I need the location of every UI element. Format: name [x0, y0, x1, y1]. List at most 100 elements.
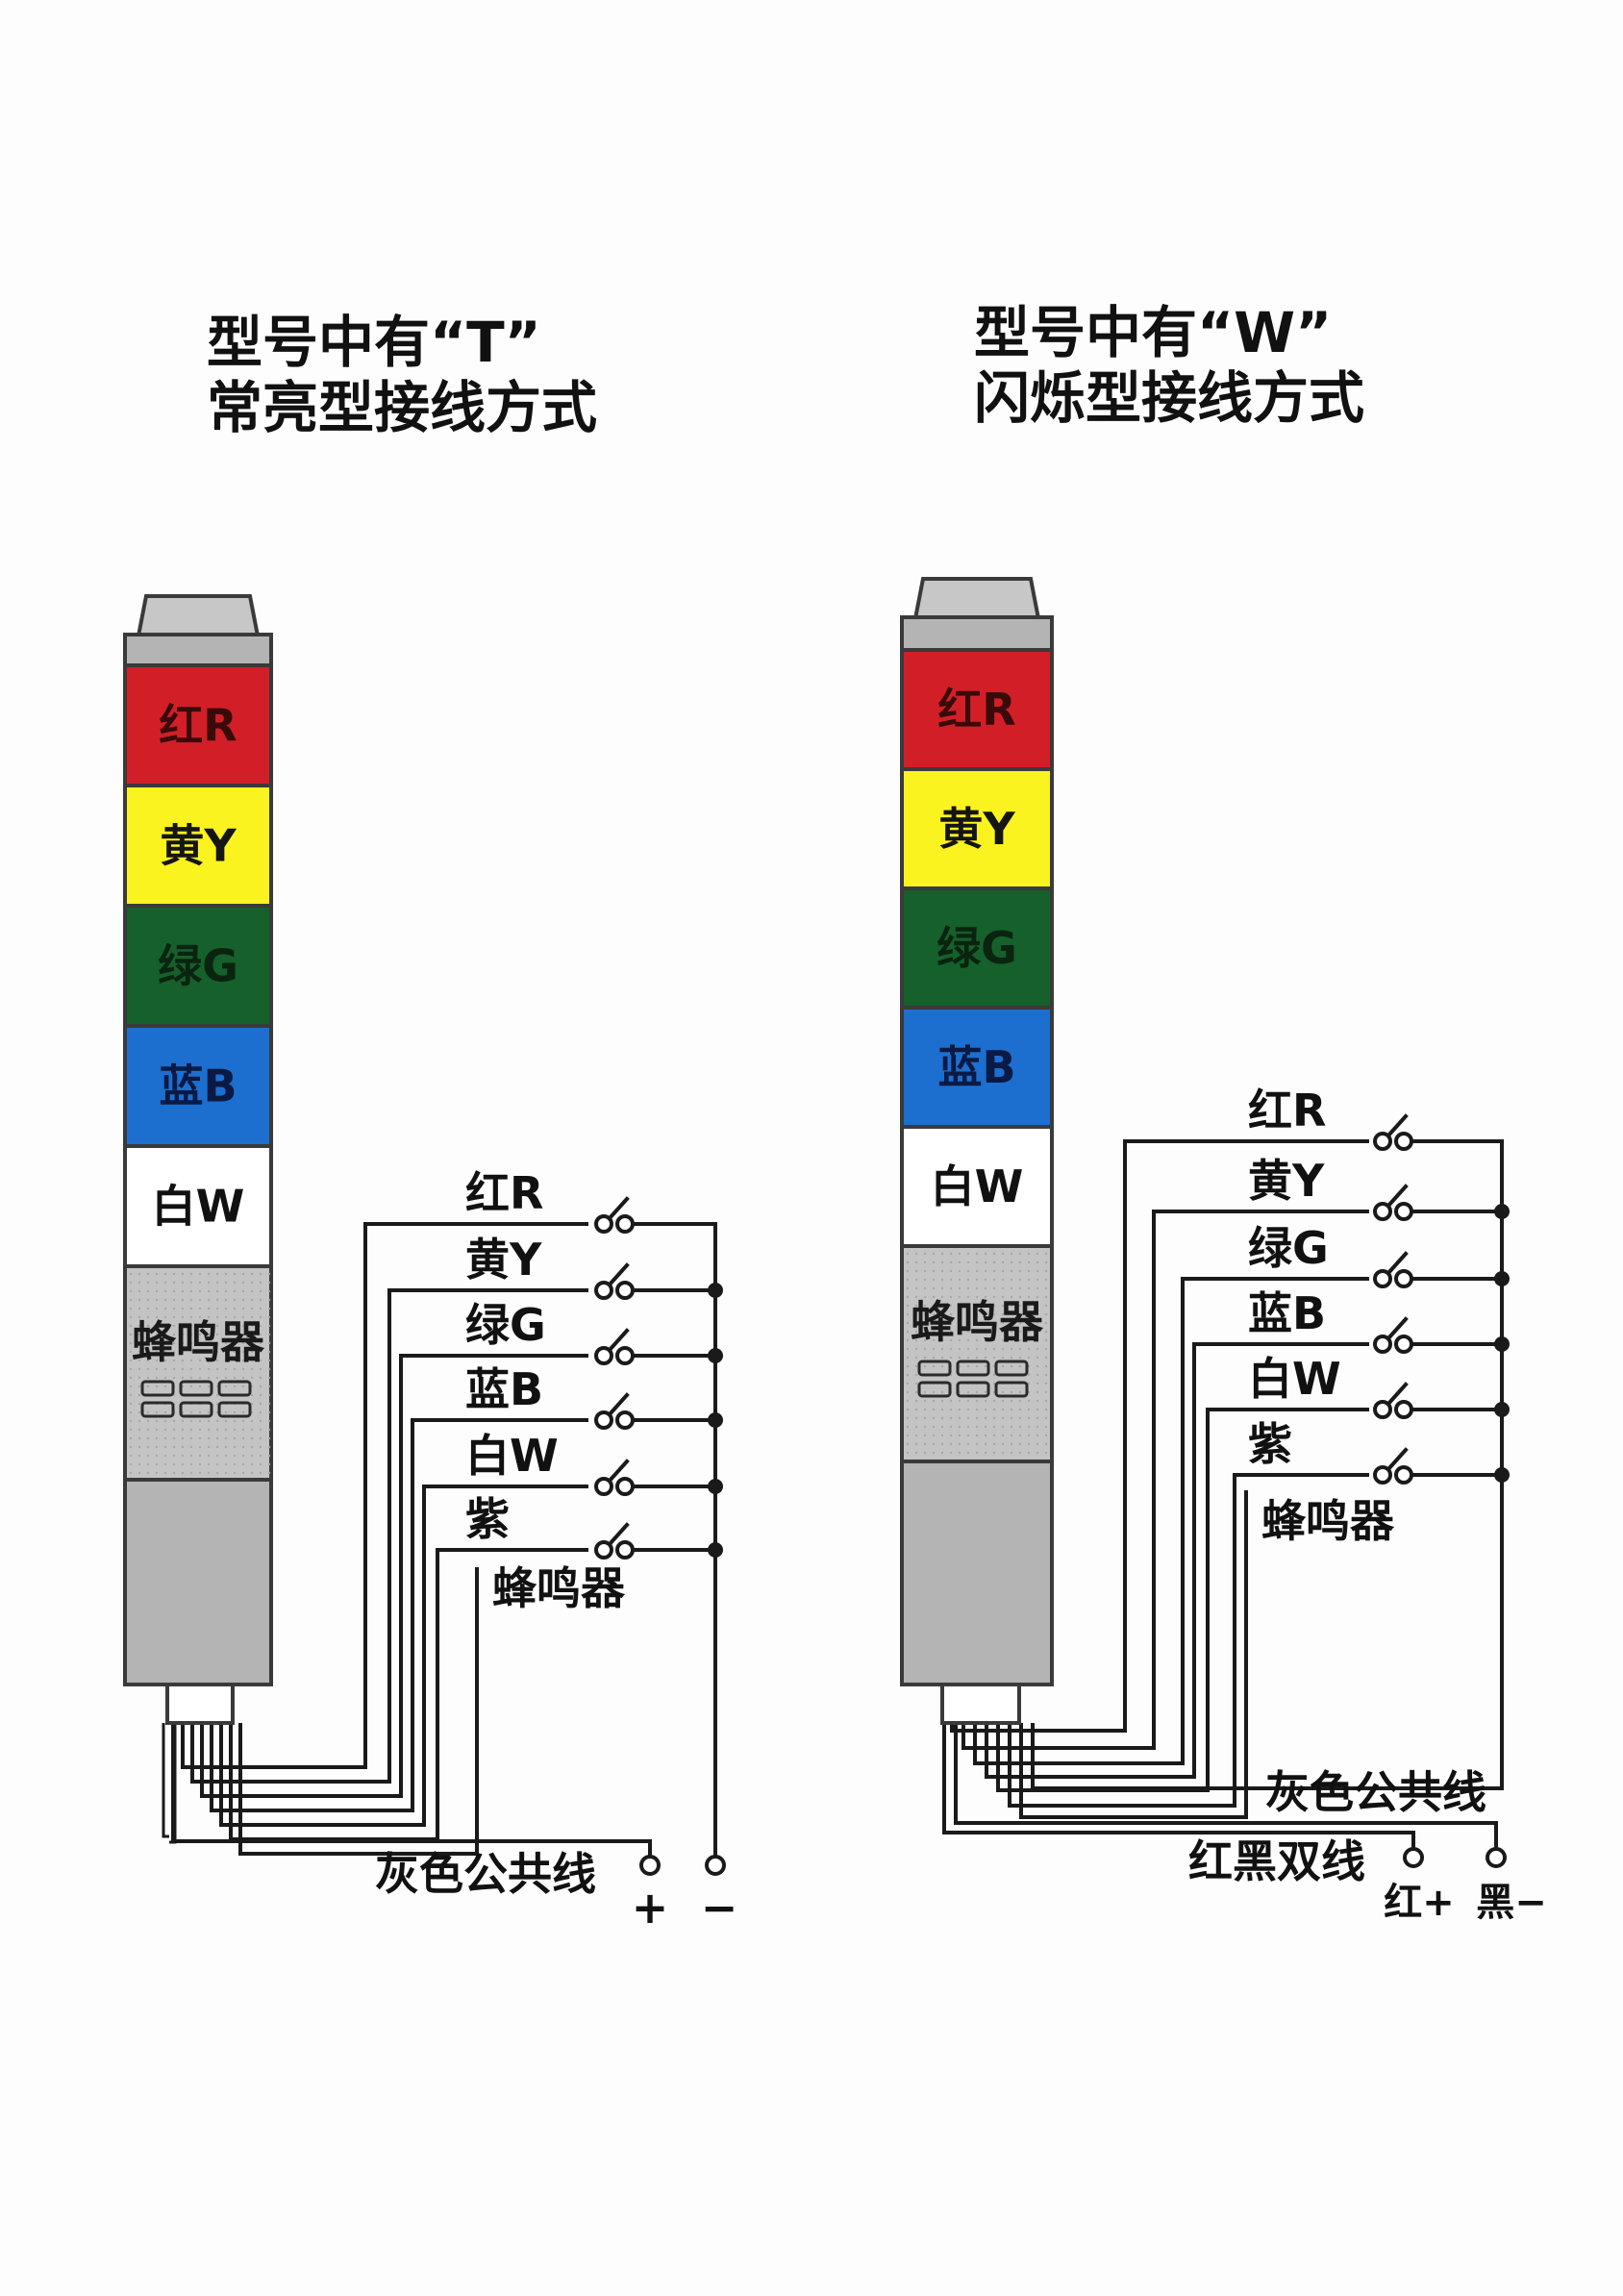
buzzer-texture-dot [241, 1471, 245, 1475]
buzzer-texture-dot [146, 1462, 150, 1466]
buzzer-texture-dot [207, 1324, 211, 1328]
buzzer-texture-dot [1018, 1304, 1022, 1308]
tower-segment-label: 绿G [158, 940, 238, 992]
buzzer-texture-dot [241, 1376, 245, 1380]
buzzer-texture-dot [189, 1454, 193, 1458]
buzzer-texture-dot [137, 1324, 141, 1328]
buzzer-texture-dot [949, 1434, 953, 1437]
buzzer-texture-dot [1001, 1312, 1005, 1316]
buzzer-texture-dot [914, 1330, 918, 1334]
buzzer-texture-dot [129, 1367, 133, 1371]
buzzer-texture-dot [233, 1410, 237, 1414]
buzzer-texture-dot [1044, 1373, 1048, 1377]
buzzer-texture-dot [224, 1359, 228, 1362]
buzzer-texture-dot [215, 1445, 219, 1449]
buzzer-texture-dot [215, 1419, 219, 1423]
buzzer-texture-dot [1027, 1286, 1031, 1290]
tower-segment-label: 蓝B [937, 1041, 1015, 1093]
buzzer-texture-dot [146, 1333, 150, 1336]
buzzer-texture-dot [1027, 1442, 1031, 1446]
buzzer-texture-dot [146, 1324, 150, 1328]
buzzer-texture-dot [966, 1252, 970, 1256]
switch-terminal [615, 1346, 635, 1365]
right-gray-common-wire [1031, 1723, 1502, 1790]
buzzer-texture-dot [958, 1338, 961, 1342]
left-wire-4 [219, 1485, 588, 1827]
buzzer-texture-dot [259, 1436, 262, 1440]
buzzer-texture-dot [267, 1289, 271, 1293]
buzzer-texture-dot [1036, 1312, 1039, 1316]
buzzer-texture-dot [940, 1451, 944, 1455]
buzzer-texture-dot [250, 1393, 254, 1397]
buzzer-texture-dot [146, 1281, 150, 1285]
buzzer-texture-dot [198, 1410, 202, 1414]
buzzer-texture-dot [198, 1272, 202, 1276]
buzzer-texture-dot [932, 1252, 936, 1256]
buzzer-texture-dot [215, 1333, 219, 1336]
buzzer-grill-slot [917, 1381, 952, 1398]
buzzer-texture-dot [1010, 1286, 1013, 1290]
buzzer-texture-dot [932, 1286, 936, 1290]
switch-blade [1386, 1447, 1409, 1472]
buzzer-texture-dot [207, 1445, 211, 1449]
left-switch-5 [594, 1522, 635, 1560]
buzzer-texture-dot [975, 1408, 979, 1411]
buzzer-texture-dot [914, 1321, 918, 1325]
buzzer-texture-dot [1001, 1347, 1005, 1351]
buzzer-texture-dot [914, 1442, 918, 1446]
buzzer-texture-dot [163, 1428, 167, 1432]
buzzer-texture-dot [923, 1304, 927, 1308]
buzzer-texture-dot [966, 1364, 970, 1368]
buzzer-texture-dot [958, 1347, 961, 1351]
buzzer-texture-dot [932, 1451, 936, 1455]
buzzer-texture-dot [1036, 1295, 1039, 1299]
buzzer-module [123, 1264, 273, 1482]
buzzer-texture-dot [923, 1425, 927, 1429]
buzzer-texture-dot [198, 1471, 202, 1475]
buzzer-texture-dot [241, 1333, 245, 1336]
buzzer-texture-dot [1018, 1408, 1022, 1411]
buzzer-texture-dot [207, 1367, 211, 1371]
buzzer-texture-dot [932, 1321, 936, 1325]
buzzer-texture-dot [267, 1428, 271, 1432]
left-switch-label: 紫 [465, 1493, 510, 1545]
buzzer-texture-dot [250, 1445, 254, 1449]
buzzer-texture-dot [198, 1436, 202, 1440]
buzzer-texture-dot [1010, 1278, 1013, 1282]
buzzer-texture-dot [189, 1307, 193, 1310]
buzzer-texture-dot [207, 1436, 211, 1440]
buzzer-texture-dot [172, 1419, 176, 1423]
buzzer-texture-dot [267, 1471, 271, 1475]
buzzer-texture-dot [984, 1425, 987, 1429]
buzzer-texture-dot [241, 1428, 245, 1432]
buzzer-texture-dot [1001, 1321, 1005, 1325]
buzzer-texture-dot [129, 1376, 133, 1380]
buzzer-texture-dot [267, 1462, 271, 1466]
right-common-label: 灰色公共线 [1265, 1766, 1486, 1818]
buzzer-texture-dot [163, 1307, 167, 1310]
buzzer-texture-dot [1010, 1321, 1013, 1325]
left-junction-dot [708, 1348, 723, 1363]
buzzer-texture-dot [172, 1307, 176, 1310]
right-switch-label: 紫 [1248, 1418, 1292, 1470]
buzzer-texture-dot [259, 1341, 262, 1345]
buzzer-texture-dot [1001, 1260, 1005, 1264]
buzzer-texture-dot [923, 1278, 927, 1282]
buzzer-texture-dot [137, 1272, 141, 1276]
switch-terminal [1373, 1202, 1392, 1221]
buzzer-texture-dot [155, 1272, 159, 1276]
right-title-line2: 闪烁型接线方式 [974, 365, 1365, 431]
buzzer-texture-dot [975, 1347, 979, 1351]
buzzer-texture-dot [250, 1289, 254, 1293]
buzzer-texture-dot [137, 1385, 141, 1388]
buzzer-texture-dot [207, 1333, 211, 1336]
buzzer-texture-dot [914, 1252, 918, 1256]
buzzer-texture-dot [1027, 1425, 1031, 1429]
buzzer-texture-dot [914, 1295, 918, 1299]
buzzer-texture-dot [975, 1321, 979, 1325]
buzzer-texture-dot [984, 1330, 987, 1334]
buzzer-texture-dot [914, 1390, 918, 1394]
